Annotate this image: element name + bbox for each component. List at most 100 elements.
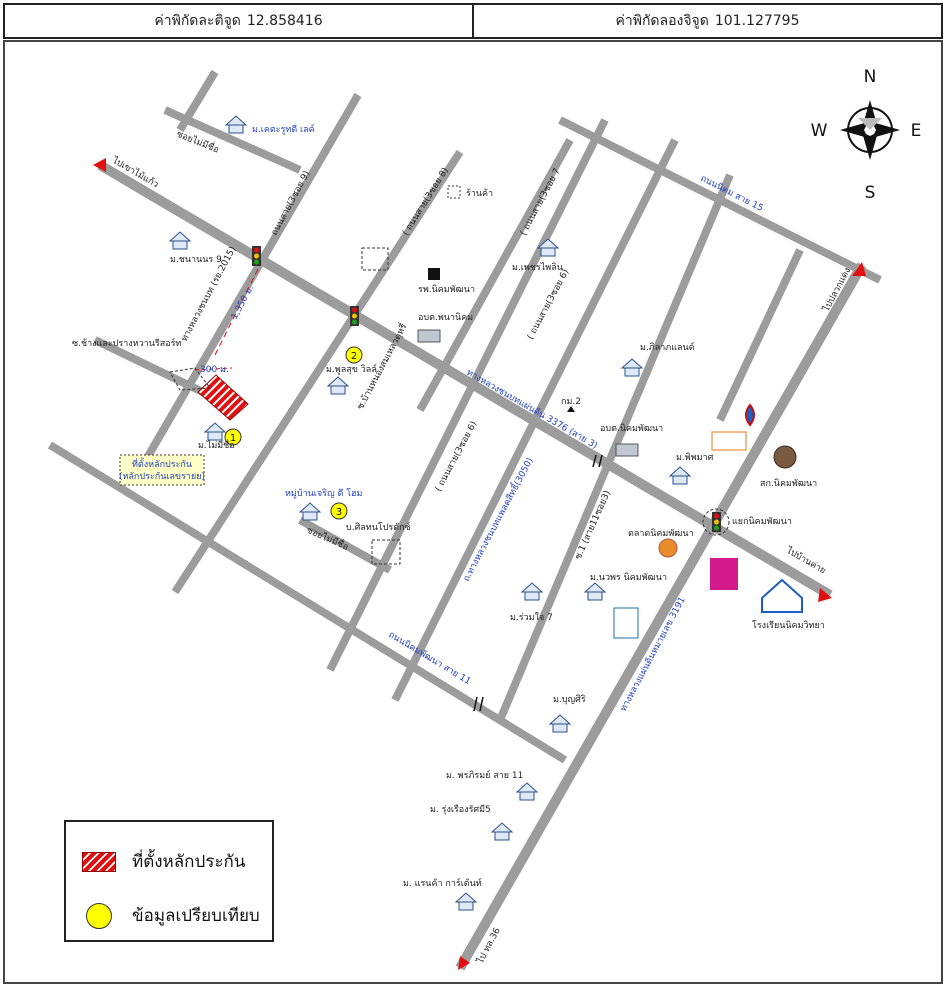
coop-icon bbox=[773, 445, 797, 469]
traffic-light-icon bbox=[252, 246, 261, 266]
road-soi-7 bbox=[416, 138, 574, 412]
distance-line-1350 bbox=[214, 264, 261, 356]
arrow-right-icon bbox=[818, 588, 832, 602]
traffic-light-icon bbox=[350, 306, 359, 326]
legend-collateral-label: ที่ตั้งหลักประกัน bbox=[132, 852, 246, 872]
house-icon bbox=[326, 376, 350, 395]
latitude-label: ค่าพิกัดละติจูด bbox=[154, 13, 241, 29]
label-shop: ร้านค้า bbox=[466, 188, 493, 199]
road-hwy-3191 bbox=[455, 262, 867, 971]
arrow-down-icon bbox=[458, 956, 470, 970]
gsb-bank-icon bbox=[710, 558, 738, 590]
house-icon bbox=[298, 502, 322, 521]
marker-3-label: 3 bbox=[336, 507, 342, 518]
latitude-cell: ค่าพิกัดละติจูด 12.858416 bbox=[5, 5, 472, 37]
legend-row-comparison: ข้อมูลเปรียบเทียบ bbox=[82, 902, 260, 929]
compass-east: E bbox=[911, 121, 922, 141]
label-nawaporn: ม.นวพร นิคมพัฒนา bbox=[590, 572, 667, 583]
label-phiman: ม.พิพมาศ bbox=[676, 452, 714, 463]
label-poonsuk: ม.พูลสุข วิลล์ bbox=[326, 363, 377, 375]
road-soi-east bbox=[716, 248, 804, 422]
gas-station-icon bbox=[745, 403, 755, 427]
hospital-icon bbox=[428, 268, 440, 280]
label-chananon: ม.ชนานนร 9 bbox=[170, 255, 222, 265]
label-obt-phana: อบต.พนานิคม bbox=[418, 312, 473, 323]
label-khetrudee: ม.เคตะรูทดี เลค์ bbox=[252, 123, 315, 135]
collateral-callout-sub: (หลักประกันเลขรายย) bbox=[119, 472, 205, 482]
marker-2 bbox=[345, 346, 363, 364]
comparison-swatch bbox=[86, 902, 112, 929]
house-icon bbox=[224, 115, 248, 134]
building-outline-icon bbox=[361, 247, 389, 271]
comparison-markers: 1 2 3 bbox=[224, 346, 363, 520]
map-legend: ที่ตั้งหลักประกัน ข้อมูลเปรียบเทียบ bbox=[64, 820, 274, 942]
longitude-label: ค่าพิกัดลองจิจูด bbox=[615, 13, 709, 29]
compass-north: N bbox=[864, 67, 877, 87]
label-distance-300: 300 ม. bbox=[200, 365, 229, 375]
house-icon bbox=[490, 822, 514, 841]
label-poonsuk-ville: หมู่บ้านเจริญ ดี โฮม bbox=[285, 488, 363, 499]
marker-1 bbox=[224, 428, 242, 446]
label-bunsiri: ม.บุญศิริ bbox=[553, 694, 586, 705]
bank-logo-icon bbox=[711, 431, 747, 451]
road-soi-top-b bbox=[176, 69, 219, 133]
bridge-icon bbox=[592, 454, 603, 468]
poi-icons bbox=[361, 185, 803, 639]
label-hwy3376: ทางหลวงชนบทแผ่นดิน 3376 (สาย 3) bbox=[465, 367, 600, 451]
house-icon bbox=[515, 782, 539, 801]
label-mai-mi-chue: ม.ไม่มีชื่อ bbox=[198, 438, 235, 451]
office-building-icon bbox=[615, 443, 639, 457]
label-rural3050: ถ.ทางหลวงชนบทแพลคสิทธิ์(3050) bbox=[459, 455, 536, 583]
label-chang-resort: ซ.ช้างและปรางหวานรีสอร์ท bbox=[72, 337, 181, 349]
house-icon bbox=[520, 582, 544, 601]
office-building-icon bbox=[417, 329, 441, 343]
compass-rose-icon: N S E W bbox=[811, 67, 922, 203]
latitude-value: 12.858416 bbox=[246, 13, 323, 29]
road-soi-8 bbox=[171, 149, 464, 595]
direction-arrows bbox=[93, 158, 866, 970]
house-icon bbox=[548, 714, 572, 733]
km-marker-icon bbox=[567, 406, 575, 412]
label-wanna: ม. แรนค้า การ์เด้นท์ bbox=[403, 877, 482, 889]
marker-3 bbox=[330, 502, 348, 520]
road-soi-6 bbox=[326, 118, 609, 672]
traffic-lights bbox=[252, 246, 730, 536]
label-phonpimai: ม. พรภิรมย์ สาย 11 bbox=[446, 769, 523, 781]
shop-icon bbox=[447, 185, 461, 199]
marker-2-label: 2 bbox=[351, 351, 357, 362]
road-soi-6-b bbox=[391, 138, 679, 702]
label-market: ตลาดนิคมพัฒนา bbox=[628, 528, 694, 539]
label-phetcharat: ม.เพชรไพลิน bbox=[512, 262, 563, 273]
marker-1-label: 1 bbox=[230, 433, 236, 444]
arrow-left-icon bbox=[93, 158, 106, 172]
collateral-swatch bbox=[82, 851, 116, 872]
collateral-callout: ที่ตั้งหลักประกัน bbox=[132, 457, 192, 470]
longitude-value: 101.127795 bbox=[714, 13, 800, 29]
label-sahakorn: สก.นิคมพัฒนา bbox=[760, 478, 817, 489]
label-hospital: รพ.นิคมพัฒนา bbox=[418, 284, 475, 295]
label-rungruang: ม. รุ่งเรืองรัศมี5 bbox=[430, 804, 491, 815]
house-icon bbox=[203, 422, 227, 441]
road-soi-11 bbox=[496, 173, 734, 722]
school-icon bbox=[761, 578, 803, 613]
house-icon bbox=[620, 358, 644, 377]
road-main-diagonal bbox=[97, 160, 833, 600]
arrow-up-icon bbox=[852, 262, 866, 276]
house-icon bbox=[583, 582, 607, 601]
label-school: โรงเรียนนิคมวิทยา bbox=[752, 620, 825, 631]
water-logo-icon bbox=[613, 607, 639, 639]
village-icons bbox=[168, 115, 692, 911]
label-soi9: ถนนสาย(3ซอย 9) bbox=[270, 169, 312, 237]
label-intersection: แยกนิคมพัฒนา bbox=[732, 516, 792, 527]
label-soi8: ( ถนนสาย(3ซอย 8) bbox=[401, 166, 451, 238]
house-icon bbox=[168, 231, 192, 250]
bridge-icon bbox=[473, 696, 484, 712]
house-icon bbox=[668, 466, 692, 485]
label-bor-siri: บ.ศิลทนโปรดักซ์ bbox=[346, 521, 411, 533]
building-outline-icon bbox=[371, 539, 401, 565]
coordinate-header: ค่าพิกัดละติจูด 12.858416 ค่าพิกัดลองจิจ… bbox=[3, 3, 943, 39]
compass-south: S bbox=[865, 183, 876, 203]
road-network bbox=[47, 69, 882, 971]
label-soi6-upper: ( ถนนสาย(3ซอย 6) bbox=[526, 268, 571, 342]
